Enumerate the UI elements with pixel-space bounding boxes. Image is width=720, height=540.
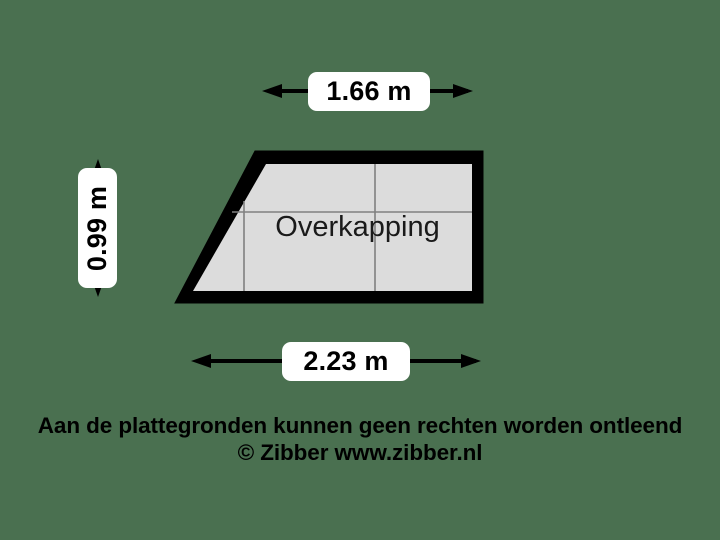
dimension-left-label-text: 0.99 m xyxy=(82,185,113,271)
dimension-left-label: 0.99 m xyxy=(78,168,117,288)
dimension-bottom-label: 2.23 m xyxy=(282,342,410,381)
footer-copyright-line: © Zibber www.zibber.nl xyxy=(237,440,483,465)
dimension-top-arrow-right xyxy=(453,84,473,98)
room-floor xyxy=(193,164,472,291)
floor-grid-lines xyxy=(232,164,472,291)
dimension-top-label: 1.66 m xyxy=(308,72,430,111)
dimension-bottom-arrow-right xyxy=(461,354,481,368)
dimension-top-arrow-left xyxy=(262,84,282,98)
dimension-bottom-arrow-left xyxy=(191,354,211,368)
footer-disclaimer: Aan de plattegronden kunnen geen rechten… xyxy=(0,412,720,466)
floor-fill-polygon xyxy=(193,164,472,291)
footer-disclaimer-line: Aan de plattegronden kunnen geen rechten… xyxy=(37,413,683,438)
room-label-overkapping: Overkapping xyxy=(275,211,440,243)
